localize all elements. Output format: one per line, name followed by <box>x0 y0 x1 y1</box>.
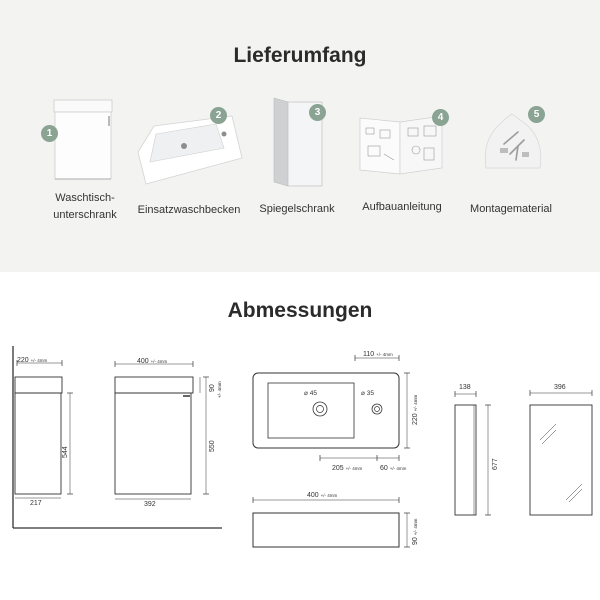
dim-side-top-depth: 220 +/- 4mm <box>17 357 48 364</box>
dim-mirror-depth: 138 <box>459 384 471 391</box>
dim-mirror-height: 677 <box>492 458 499 470</box>
dim-front-total-height: 550 <box>209 440 216 452</box>
section-title-lieferumfang: Lieferumfang <box>233 44 367 67</box>
dim-basin-front-width: 400 +/- 4mm <box>307 492 338 499</box>
item-mirror-cabinet-image <box>270 96 326 188</box>
dim-side-bottom-depth: 217 <box>30 500 42 507</box>
item-cabinet-image <box>52 98 116 182</box>
dim-tap-hole-diameter: ⌀ 35 <box>361 390 374 397</box>
dim-basin-front-height: 90 +/- 4mm <box>412 518 419 545</box>
item-label-einsatzwaschbecken: Einsatzwaschbecken <box>137 204 241 216</box>
dim-drain-distance: 205 +/- 4mm <box>332 465 363 472</box>
dim-basin-depth: 220 +/- 4mm <box>412 394 419 425</box>
item-number-badge: 2 <box>210 107 227 124</box>
item-label-aufbauanleitung: Aufbauanleitung <box>362 201 442 213</box>
dim-basin-right-width: 110 +/- 4mm <box>363 351 393 358</box>
item-number-badge: 3 <box>309 104 326 121</box>
dim-front-bottom-width: 392 <box>144 501 156 508</box>
item-number-badge: 5 <box>528 106 545 123</box>
item-number-badge: 1 <box>41 125 58 142</box>
item-number-badge: 4 <box>432 109 449 126</box>
dim-side-body-height: 544 <box>62 446 69 458</box>
dim-front-top-tolerance: +/- 4mm <box>217 381 222 398</box>
item-manual-image <box>358 114 444 176</box>
dim-front-top-width: 400 +/- 4mm <box>137 358 168 365</box>
dim-mirror-width: 396 <box>554 384 566 391</box>
item-label-spiegelschrank: Spiegelschrank <box>259 203 335 215</box>
item-mounting-material-image <box>478 110 550 174</box>
section-title-abmessungen: Abmessungen <box>227 299 373 322</box>
lieferumfang-section: Lieferumfang 1 Waschtisch- unterschrank … <box>0 0 600 272</box>
item-label-waschtischunterschrank: Waschtisch- unterschrank <box>53 192 117 221</box>
dim-drain-diameter: ⌀ 45 <box>304 390 317 397</box>
dim-tap-distance: 60 +/- 4mm <box>380 465 407 472</box>
item-label-montagematerial: Montagematerial <box>470 203 552 215</box>
